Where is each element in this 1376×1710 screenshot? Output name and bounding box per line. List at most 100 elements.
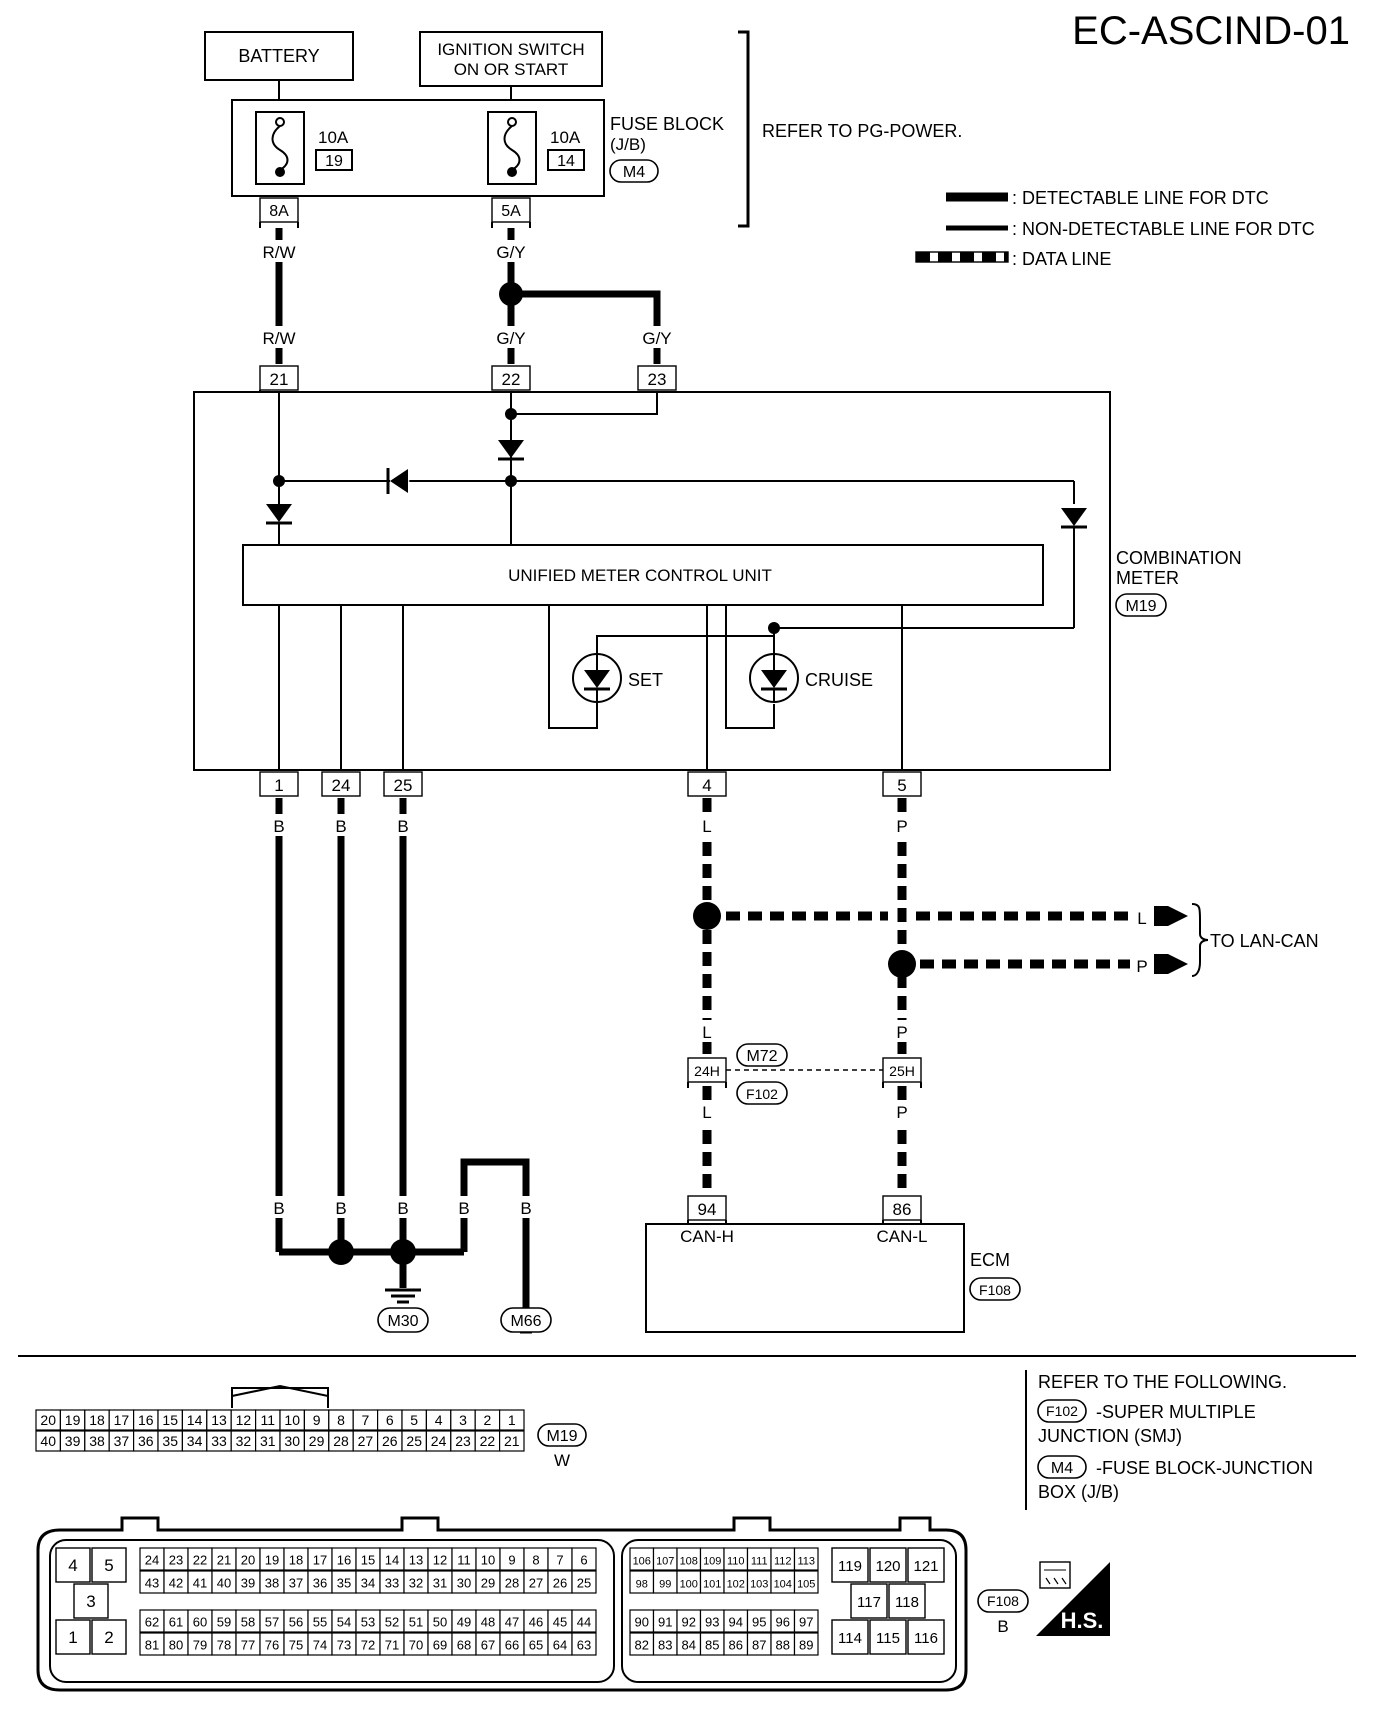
f108-pin-label: 8	[532, 1552, 539, 1567]
reference-m4-line1: -FUSE BLOCK-JUNCTION	[1096, 1458, 1313, 1478]
f108-pin-label: 66	[505, 1637, 519, 1652]
m19-pin-label: 31	[260, 1433, 276, 1449]
m19-pin-label: 33	[211, 1433, 227, 1449]
f108-pin-label: 53	[361, 1614, 375, 1629]
m19-pin-label: 9	[313, 1412, 321, 1428]
fuse-block-label-line1: FUSE BLOCK	[610, 114, 724, 134]
f108-pin-label: 29	[481, 1575, 495, 1590]
f108-pin-label: 117	[857, 1594, 881, 1611]
f108-pin-label: 95	[752, 1614, 766, 1629]
f108-pin-label: 11	[457, 1552, 471, 1567]
f108-pin-label: 7	[556, 1552, 563, 1567]
f108-pin-label: 25	[577, 1575, 591, 1590]
f108-pin-label: 86	[729, 1637, 743, 1652]
f108-pin-label: 77	[241, 1637, 255, 1652]
smj-pin-24h: 24H	[687, 1057, 727, 1088]
hs-badge-icon: H.S.	[1036, 1561, 1110, 1636]
f108-pin-label: 104	[774, 1578, 792, 1590]
f108-pin-label: 42	[169, 1575, 183, 1590]
f108-pin-label: 59	[217, 1614, 231, 1629]
diagram-title: EC-ASCIND-01	[1072, 9, 1350, 53]
ecm-can-l: CAN-L	[876, 1227, 927, 1246]
f108-pin-label: 79	[193, 1637, 207, 1652]
wire-color-gy-mid: G/Y	[496, 329, 525, 348]
f108-pin-label: 115	[876, 1630, 900, 1647]
f108-pin-label: 36	[313, 1575, 327, 1590]
meter-terminal-25: 25	[383, 771, 423, 797]
f108-pin-label: 84	[682, 1637, 696, 1652]
f108-pin-label: 109	[703, 1555, 721, 1567]
f108-pin-label: 85	[705, 1637, 719, 1652]
m19-pin-label: 37	[114, 1433, 130, 1449]
f108-pin-label: 76	[265, 1637, 279, 1652]
wire-color-l-lan: L	[1137, 909, 1146, 928]
meter-name-line2: METER	[1116, 568, 1179, 588]
f108-pin-label: 50	[433, 1614, 447, 1629]
f108-cavity	[571, 1547, 597, 1571]
battery-label: BATTERY	[238, 46, 319, 66]
f108-pin-label: 35	[337, 1575, 351, 1590]
f108-pin-label: 81	[145, 1637, 159, 1652]
f108-pin-label: 51	[409, 1614, 423, 1629]
f108-pin-label: 112	[774, 1555, 792, 1567]
f108-pin-label: 27	[529, 1575, 543, 1590]
ignition-switch-source: IGNITION SWITCH ON OR START	[419, 31, 603, 87]
smj-connector-f102: F102	[746, 1086, 778, 1102]
wire-labels-can: L P L P L P L P	[696, 814, 1152, 1122]
f108-pin-label: 73	[337, 1637, 351, 1652]
m19-pin-label: 38	[89, 1433, 105, 1449]
m19-pin-label: 26	[382, 1433, 398, 1449]
f108-pin-label: 87	[752, 1637, 766, 1652]
f108-pin-label: 57	[265, 1614, 279, 1629]
wire-color-gy-right: G/Y	[642, 329, 671, 348]
f108-pin-label: 39	[241, 1575, 255, 1590]
f108-pin-label: 15	[361, 1552, 375, 1567]
wire-color-b-m30: B	[458, 1199, 469, 1218]
f108-pin-label: 16	[337, 1552, 351, 1567]
meter-terminal-1-label: 1	[274, 776, 283, 795]
wire-color-b-24: B	[335, 817, 346, 836]
f108-pin-label: 10	[481, 1552, 495, 1567]
cruise-lamp-label: CRUISE	[805, 670, 873, 690]
m19-pin-label: 12	[236, 1412, 252, 1428]
ecm-pin-94-label: 94	[698, 1200, 717, 1219]
f108-cavity	[73, 1583, 109, 1619]
f108-pin-label: 60	[193, 1614, 207, 1629]
ground-m30-label: M30	[387, 1313, 418, 1330]
f108-pin-label: 119	[838, 1558, 862, 1575]
f108-pin-label: 90	[635, 1614, 649, 1629]
f108-cavity	[55, 1547, 91, 1583]
f108-pin-label: 118	[895, 1594, 919, 1611]
f108-cavity	[571, 1609, 597, 1633]
f108-pin-label: 12	[433, 1552, 447, 1567]
wire-color-b-25: B	[397, 817, 408, 836]
m19-pin-label: 29	[309, 1433, 325, 1449]
f108-pin-label: 3	[86, 1592, 95, 1611]
f108-pin-label: 26	[553, 1575, 567, 1590]
f108-pin-label: 52	[385, 1614, 399, 1629]
ecm-pin-86: 86	[882, 1195, 922, 1226]
f108-pin-label: 71	[385, 1637, 399, 1652]
f108-pin-label: 41	[193, 1575, 207, 1590]
m19-pin-label: 30	[284, 1433, 300, 1449]
m19-pin-label: 7	[362, 1412, 370, 1428]
to-lan-can: TO LAN-CAN	[1210, 931, 1319, 951]
m19-pin-label: 8	[337, 1412, 345, 1428]
f108-pin-label: 69	[433, 1637, 447, 1652]
m19-pin-label: 1	[508, 1412, 516, 1428]
meter-terminal-21-label: 21	[270, 370, 289, 389]
meter-terminal-22-label: 22	[502, 370, 521, 389]
m19-view-id: M19	[546, 1428, 577, 1445]
m19-pin-label: 21	[504, 1433, 520, 1449]
m19-pin-label: 19	[65, 1412, 81, 1428]
f108-pin-label: 121	[913, 1558, 938, 1575]
f108-pin-label: 45	[553, 1614, 567, 1629]
wire-color-p-low: P	[896, 1103, 907, 1122]
f108-pin-label: 103	[750, 1578, 768, 1590]
ecm-pin-94: 94	[687, 1195, 727, 1226]
f108-pin-label: 62	[145, 1614, 159, 1629]
f108-pin-label: 4	[68, 1556, 77, 1575]
fuse-left-number: 19	[325, 153, 343, 170]
m19-pin-label: 13	[211, 1412, 227, 1428]
